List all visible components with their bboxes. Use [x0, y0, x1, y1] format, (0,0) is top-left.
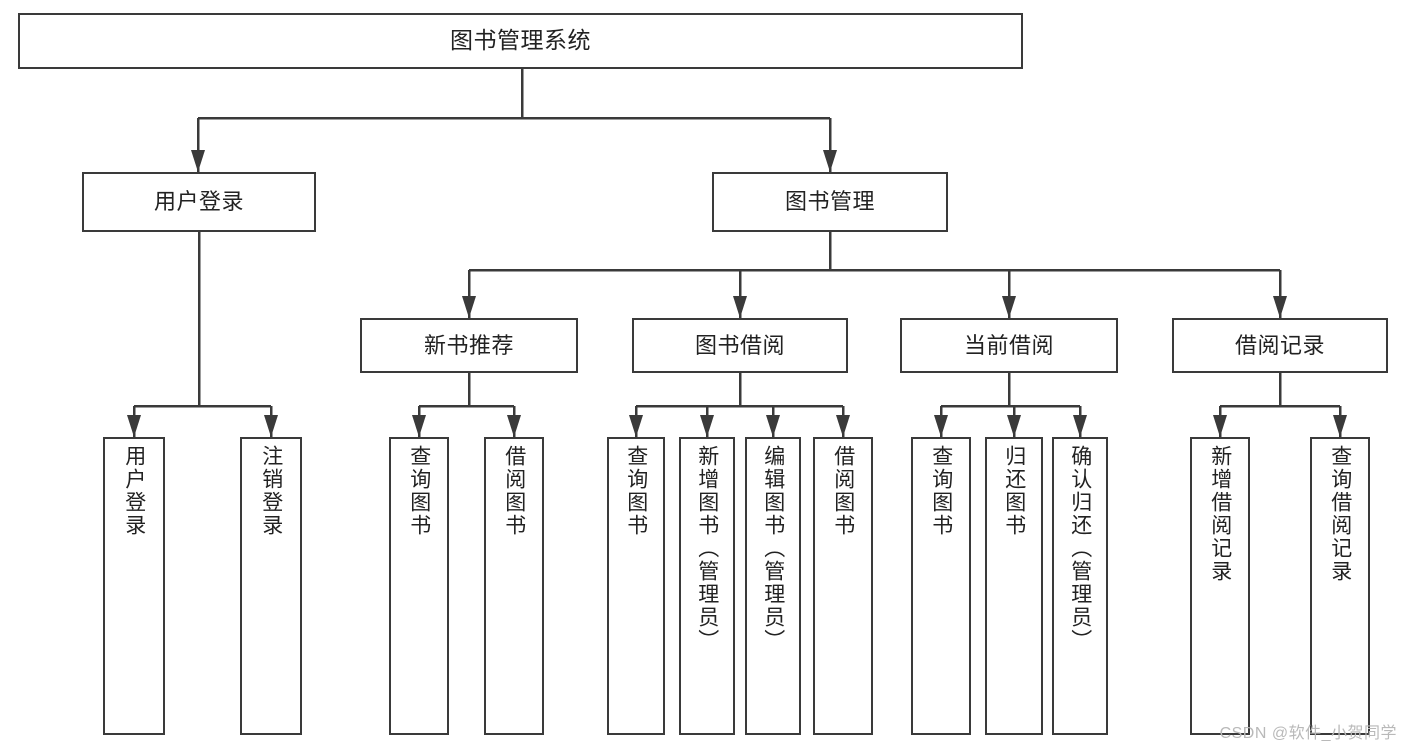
leaf-return-book[interactable]: 归还图书: [985, 437, 1043, 735]
node-book-manage-label: 图书管理: [784, 189, 875, 215]
leaf-user-login[interactable]: 用户登录: [103, 437, 165, 735]
node-user-login-label: 用户登录: [153, 189, 244, 215]
leaf-query-book-3[interactable]: 查询图书: [911, 437, 971, 735]
node-new-book-recommend-label: 新书推荐: [423, 332, 514, 358]
leaf-query-book-1-label: 查询图书: [407, 445, 431, 537]
csdn-watermark: CSDN @软件_小贺同学: [1219, 725, 1397, 742]
leaf-query-book-1[interactable]: 查询图书: [389, 437, 449, 735]
node-current-borrow[interactable]: 当前借阅: [900, 318, 1118, 373]
leaf-borrow-book-1[interactable]: 借阅图书: [484, 437, 544, 735]
leaf-query-record[interactable]: 查询借阅记录: [1310, 437, 1370, 735]
leaf-borrow-book-2-label: 借阅图书: [831, 445, 855, 537]
leaf-add-record-label: 新增借阅记录: [1208, 445, 1232, 583]
leaf-confirm-return-label: 确认归还（管理员）: [1068, 445, 1092, 652]
leaf-query-book-2-label: 查询图书: [624, 445, 648, 537]
node-root-label: 图书管理系统: [450, 27, 591, 54]
leaf-add-book-label: 新增图书（管理员）: [695, 445, 719, 652]
leaf-query-record-label: 查询借阅记录: [1328, 445, 1352, 583]
node-user-login[interactable]: 用户登录: [82, 172, 316, 232]
node-current-borrow-label: 当前借阅: [963, 332, 1054, 358]
leaf-query-book-2[interactable]: 查询图书: [607, 437, 665, 735]
node-root[interactable]: 图书管理系统: [18, 13, 1023, 69]
leaf-borrow-book-2[interactable]: 借阅图书: [813, 437, 873, 735]
leaf-borrow-book-1-label: 借阅图书: [502, 445, 526, 537]
node-borrow-record[interactable]: 借阅记录: [1172, 318, 1388, 373]
leaf-query-book-3-label: 查询图书: [929, 445, 953, 537]
leaf-user-logout-label: 注销登录: [259, 445, 283, 537]
leaf-edit-book[interactable]: 编辑图书（管理员）: [745, 437, 801, 735]
node-book-borrow[interactable]: 图书借阅: [632, 318, 848, 373]
leaf-user-logout[interactable]: 注销登录: [240, 437, 302, 735]
node-book-borrow-label: 图书借阅: [694, 332, 785, 358]
node-new-book-recommend[interactable]: 新书推荐: [360, 318, 578, 373]
leaf-add-record[interactable]: 新增借阅记录: [1190, 437, 1250, 735]
node-borrow-record-label: 借阅记录: [1234, 332, 1325, 358]
leaf-edit-book-label: 编辑图书（管理员）: [761, 445, 785, 652]
leaf-return-book-label: 归还图书: [1002, 445, 1026, 537]
leaf-confirm-return[interactable]: 确认归还（管理员）: [1052, 437, 1108, 735]
leaf-add-book[interactable]: 新增图书（管理员）: [679, 437, 735, 735]
node-book-manage[interactable]: 图书管理: [712, 172, 948, 232]
leaf-user-login-label: 用户登录: [122, 445, 146, 537]
